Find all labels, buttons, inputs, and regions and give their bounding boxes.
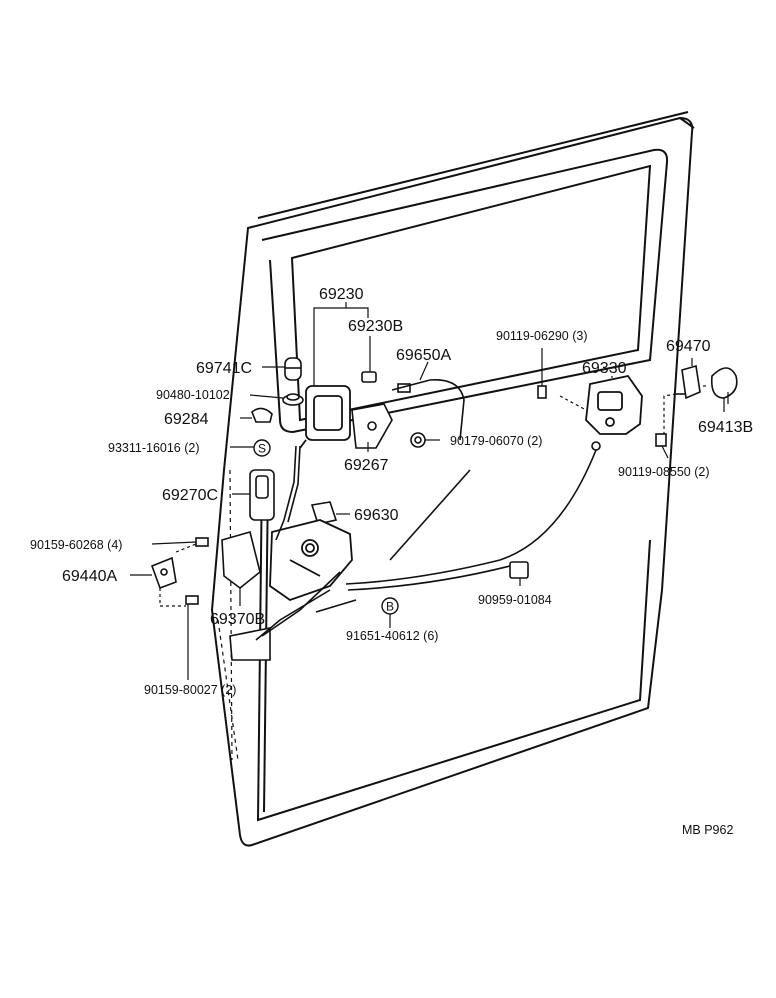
label-90179-06070: 90179-06070 (2) [450, 434, 542, 448]
label-69741c: 69741C [196, 360, 252, 377]
label-69230: 69230 [319, 286, 364, 303]
screw-90159-60268 [195, 537, 209, 547]
s-marker-text: S [258, 442, 266, 456]
label-69470: 69470 [666, 338, 711, 355]
grommet-90480 [282, 393, 304, 406]
label-69230b: 69230B [348, 318, 403, 335]
rods-and-cables [255, 441, 601, 641]
lock-knob-69741c [284, 357, 302, 381]
label-90119-06290: 90119-06290 (3) [496, 329, 588, 343]
label-69413b: 69413B [698, 419, 753, 436]
leader-lines [130, 302, 729, 680]
label-69270c: 69270C [162, 487, 218, 504]
label-69330: 69330 [582, 360, 627, 377]
label-69440a: 69440A [62, 568, 117, 585]
label-93311-16016: 93311-16016 (2) [108, 441, 200, 455]
label-90480-10102: 90480-10102 [156, 388, 230, 402]
label-69267: 69267 [344, 457, 389, 474]
labels: 69230 69230B 69741C 90480-10102 69284 93… [30, 286, 753, 837]
label-69630: 69630 [354, 507, 399, 524]
footer-code: MB P962 [682, 823, 733, 837]
cover-69413b [710, 367, 738, 399]
nut-90179 [410, 432, 426, 448]
outside-handle-69330 [585, 374, 643, 435]
door-inner-dashed [217, 469, 239, 761]
s-marker: S [253, 439, 271, 457]
inside-handle-69230 [299, 385, 351, 449]
lock-part-69270c [249, 469, 275, 521]
label-91651-40612: 91651-40612 (6) [346, 629, 438, 643]
part-69630 [310, 501, 338, 525]
label-69650a: 69650A [396, 347, 451, 364]
bolt-90119-06290 [537, 385, 547, 399]
clip-69284 [251, 407, 273, 423]
label-90159-80027: 90159-80027 (2) [144, 683, 236, 697]
hinge-69470 [676, 364, 701, 400]
bracket-69267 [351, 403, 393, 449]
rod-69650a [391, 379, 465, 441]
label-90959-01084: 90959-01084 [478, 593, 552, 607]
handle-part-69230b [361, 371, 377, 383]
bolt-90119-08550 [655, 433, 667, 447]
b-marker-text: B [386, 600, 394, 614]
label-69284: 69284 [164, 411, 209, 428]
pad-69440a [150, 556, 177, 590]
clip-90959-01084 [509, 561, 529, 579]
screw-90159-80027 [185, 595, 199, 605]
bracket-69370b [221, 531, 271, 661]
b-marker: B [381, 597, 399, 615]
lock-assy [269, 519, 353, 602]
label-69370b: 69370B [210, 611, 265, 628]
label-90159-60268: 90159-60268 (4) [30, 538, 122, 552]
label-90119-08550: 90119-08550 (2) [618, 465, 710, 479]
